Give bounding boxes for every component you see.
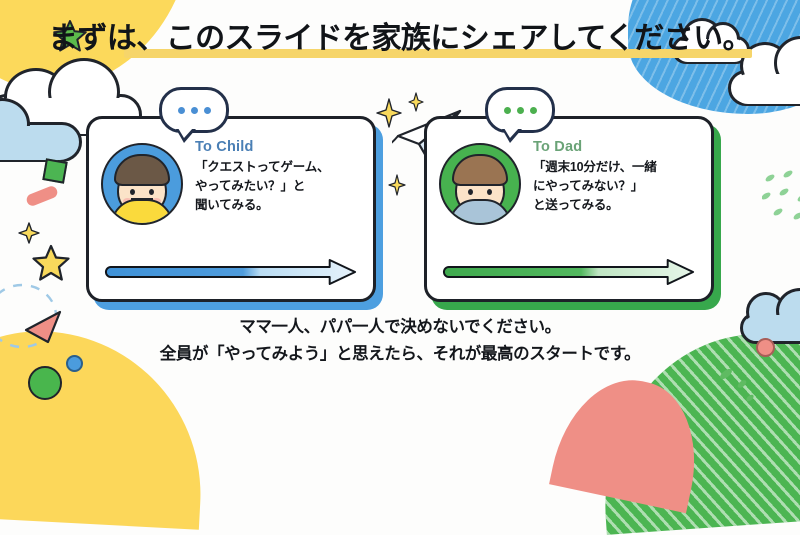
card-content: To Child 「クエストってゲーム、 やってみたい？」と 聞いてみる。 [89,119,373,259]
bubble-dot [203,106,211,114]
speech-bubble [159,87,229,143]
bubble-dot [516,106,524,114]
progress-arrow-dad [441,259,697,285]
footer-line-2: 全員が「やってみよう」と思えたら、それが最高のスタートです。 [159,344,641,363]
green-circle [28,366,62,400]
dad-avatar [439,143,521,225]
card-text-block: To Child 「クエストってゲーム、 やってみたい？」と 聞いてみる。 [195,133,361,259]
slide-title-text: まずは、このスライドを家族にシェアしてください。 [48,22,752,55]
progress-arrow-child [103,259,359,285]
card-quote-to-child: 「クエストってゲーム、 やってみたい？」と 聞いてみる。 [195,160,330,212]
bubble-dot [503,106,511,114]
footer-line-1: ママ一人、パパ一人で決めないでください。 [239,318,561,336]
salmon-blob-bottom-right [549,366,711,514]
cards-row: To Child 「クエストってゲーム、 やってみたい？」と 聞いてみる。 [0,87,800,302]
card-label-to-dad: To Dad [533,139,583,155]
child-avatar [101,143,183,225]
card-text-block: To Dad 「週末10分だけ、一緒 にやってみない？」 と送ってみる。 [533,133,699,259]
speech-bubble [485,87,555,143]
card-quote-to-dad: 「週末10分だけ、一緒 にやってみない？」 と送ってみる。 [533,160,657,212]
card-to-dad[interactable]: To Dad 「週末10分だけ、一緒 にやってみない？」 と送ってみる。 [424,87,714,302]
bubble-dot [177,106,185,114]
bubble-dot [190,106,198,114]
title-highlight [124,48,752,58]
card-label-to-child: To Child [195,139,254,155]
card-to-child[interactable]: To Child 「クエストってゲーム、 やってみたい？」と 聞いてみる。 [86,87,376,302]
slide-canvas: まずは、このスライドを家族にシェアしてください。 [0,0,800,446]
title-container: まずは、このスライドを家族にシェアしてください。 [0,22,800,58]
footer-text: ママ一人、パパ一人で決めないでください。 全員が「やってみよう」と思えたら、それ… [0,314,800,367]
bubble-dot [529,106,537,114]
green-dashes-bottom-right [720,368,754,402]
slide-title: まずは、このスライドを家族にシェアしてください。 [44,22,756,58]
card-content: To Dad 「週末10分だけ、一緒 にやってみない？」 と送ってみる。 [427,119,711,259]
sparkle-small-icon [408,92,424,112]
